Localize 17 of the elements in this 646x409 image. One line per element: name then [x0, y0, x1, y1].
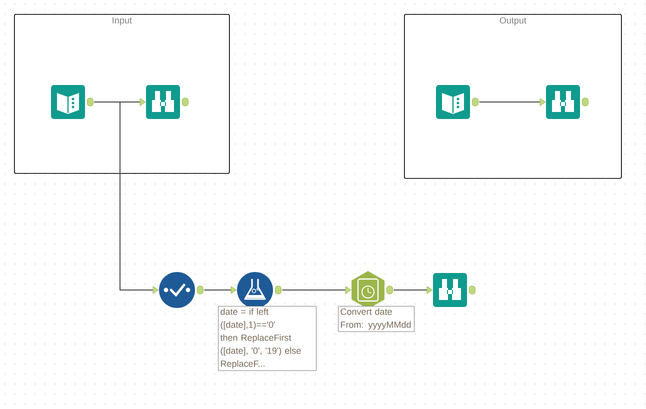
- binoculars-icon: [546, 85, 588, 119]
- book-icon: [436, 85, 478, 119]
- binoculars-icon: [433, 273, 476, 307]
- book-icon: [51, 85, 94, 119]
- connector-arrow: [478, 98, 546, 106]
- check-icon: [159, 272, 204, 308]
- connector-arrow: [204, 286, 237, 294]
- annotation-box: date = if left ([date],1)=='0' then ReplaceFirst ([date], '0', '19') else ReplaceF...: [218, 306, 316, 371]
- container-box: Input: [14, 14, 230, 174]
- connector-arrow: [393, 286, 433, 294]
- connector-arrow: [94, 102, 159, 294]
- connector-arrow: [282, 286, 352, 294]
- binoculars-icon: [146, 85, 188, 119]
- container-box: Output: [404, 14, 622, 179]
- clock-icon: [352, 271, 393, 309]
- flask-icon: [237, 272, 282, 308]
- annotation-box: Convert date From: yyyyMMdd: [338, 306, 414, 332]
